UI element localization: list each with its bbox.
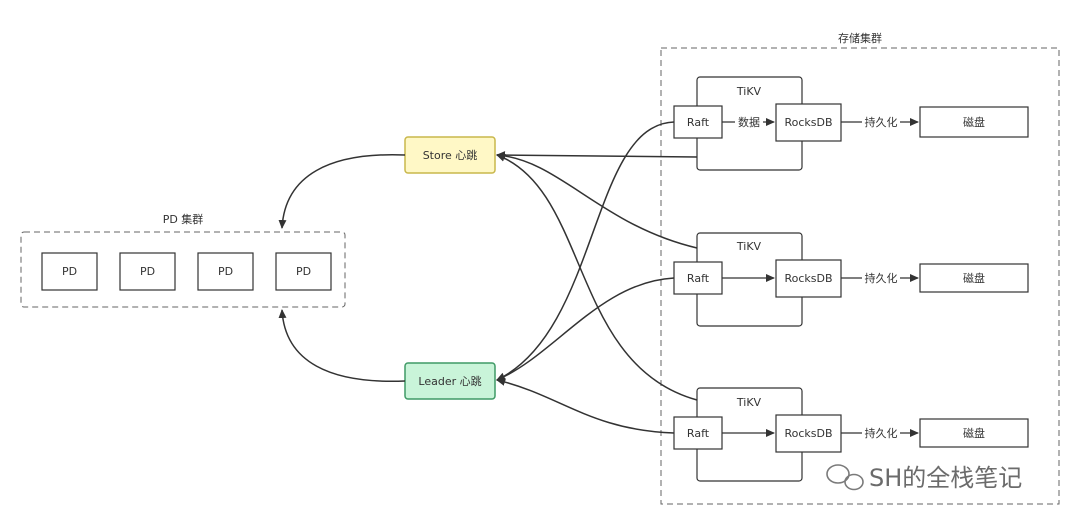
leader-heartbeat-line-3 xyxy=(496,377,675,434)
rocksdb-box-2-label: RocksDB xyxy=(784,272,832,285)
rocksdb-box-3-label: RocksDB xyxy=(784,427,832,440)
tikv-node-1-title: TiKV xyxy=(736,85,762,98)
storage-cluster-title: 存储集群 xyxy=(838,31,882,45)
disk-box-3-label: 磁盘 xyxy=(963,426,985,440)
store-heartbeat-label: Store 心跳 xyxy=(423,148,478,162)
watermark: SH的全栈笔记 xyxy=(826,464,1022,492)
storage-cluster-frame xyxy=(660,47,1060,505)
raft-box-1-label: Raft xyxy=(687,116,710,129)
persist-label-2: 持久化 xyxy=(865,271,898,285)
watermark-text: SH的全栈笔记 xyxy=(869,464,1022,492)
disk-box-3 xyxy=(919,418,1029,448)
pd-node-2 xyxy=(119,252,176,291)
store-heartbeat-line-1 xyxy=(496,151,698,160)
store-heartbeat-line-3 xyxy=(496,154,698,401)
raft-box-1 xyxy=(673,105,723,139)
pd-cluster-frame xyxy=(20,231,346,308)
pd-node-4-label: PD xyxy=(296,265,311,278)
persist-label-bg-2 xyxy=(862,270,900,286)
rocksdb-box-1-label: RocksDB xyxy=(784,116,832,129)
pd-node-3 xyxy=(197,252,254,291)
leader-to-pd-arrow xyxy=(278,309,406,383)
leader-heartbeat-label: Leader 心跳 xyxy=(418,374,481,388)
raft-box-2 xyxy=(673,261,723,295)
pd-node-4 xyxy=(275,252,332,291)
pd-cluster-title: PD 集群 xyxy=(163,212,204,226)
wechat-icon xyxy=(826,464,864,491)
disk-box-2 xyxy=(919,263,1029,293)
tikv-node-3-title: TiKV xyxy=(736,396,762,409)
persist-label-bg-3 xyxy=(862,425,900,441)
rocksdb-box-2 xyxy=(775,259,842,298)
raft-box-3-label: Raft xyxy=(687,427,710,440)
raft-box-2-label: Raft xyxy=(687,272,710,285)
store-to-pd-arrow xyxy=(278,154,406,229)
persist-label-1: 持久化 xyxy=(865,115,898,129)
leader-heartbeat-line-2 xyxy=(496,277,675,381)
data-label-bg-1 xyxy=(735,114,763,130)
pd-node-3-label: PD xyxy=(218,265,233,278)
rocksdb-box-1 xyxy=(775,103,842,142)
pd-node-1-label: PD xyxy=(62,265,77,278)
data-label-1: 数据 xyxy=(738,115,760,129)
disk-box-1 xyxy=(919,106,1029,138)
persist-label-3: 持久化 xyxy=(865,426,898,440)
leader-heartbeat-line-1 xyxy=(496,121,675,381)
tikv-node-2-title: TiKV xyxy=(736,240,762,253)
pd-node-2-label: PD xyxy=(140,265,155,278)
disk-box-2-label: 磁盘 xyxy=(963,271,985,285)
store-heartbeat-line-2 xyxy=(496,151,698,249)
disk-box-1-label: 磁盘 xyxy=(963,115,985,129)
pd-node-1 xyxy=(41,252,98,291)
persist-label-bg-1 xyxy=(862,114,900,130)
